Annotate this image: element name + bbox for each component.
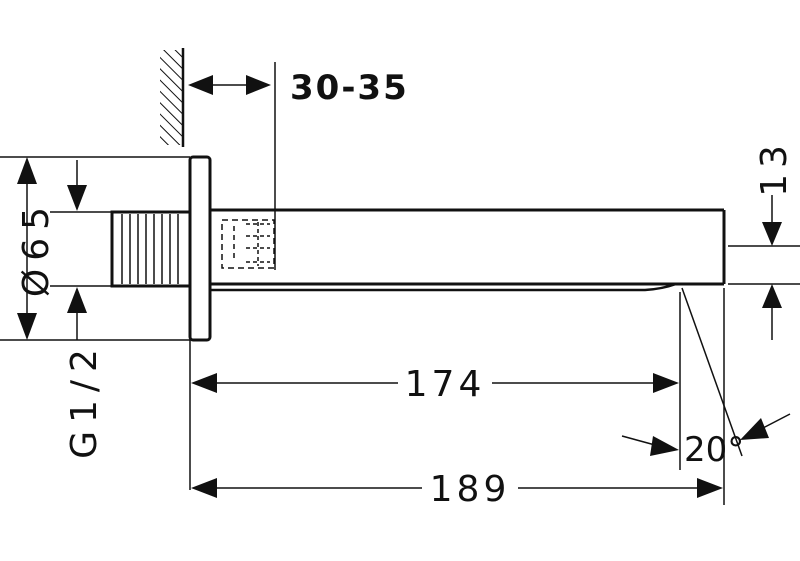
spout-height-dimension: 13 <box>728 139 800 340</box>
spout-body <box>210 208 726 292</box>
thread-dimension: G1/2 <box>50 160 112 459</box>
flange <box>188 155 212 342</box>
angle-dimension: 20° <box>621 287 791 470</box>
wall-offset-dimension: 30-35 <box>188 62 409 270</box>
wall <box>160 48 185 147</box>
threaded-nipple <box>110 210 192 288</box>
projection-label: 174 <box>405 364 486 405</box>
wall-offset-label: 30-35 <box>290 68 409 108</box>
spout-height-label: 13 <box>754 139 795 197</box>
flange-diameter-label: Ø65 <box>16 199 57 297</box>
flange-diameter-dimension: Ø65 <box>0 156 190 341</box>
projection-dimension: 174 <box>189 292 681 490</box>
total-length-dimension: 189 <box>191 288 725 510</box>
angle-label: 20° <box>684 430 744 470</box>
thread-label: G1/2 <box>64 341 105 459</box>
total-length-label: 189 <box>430 469 511 510</box>
